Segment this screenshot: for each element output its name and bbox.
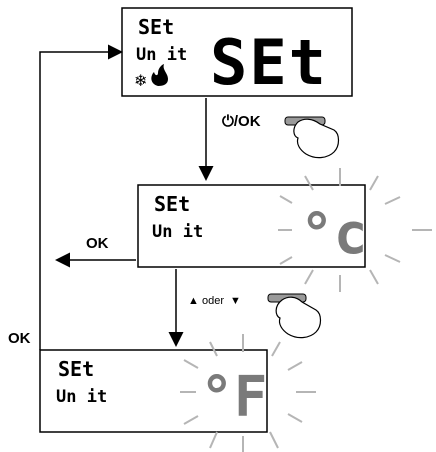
screen-small-line1: SEt (154, 192, 190, 216)
ok-return-label: OK (8, 330, 31, 347)
ok-return-arrow (39, 44, 123, 350)
screen-big-text-blinking: °F (200, 365, 267, 430)
blink-rays (180, 334, 316, 452)
snowflake-icon: ❄ (134, 73, 147, 90)
screen-big-text: SEt (210, 26, 328, 99)
power-ok-button-group: ⏻/OK (222, 113, 340, 159)
screen-small-line2: Un it (152, 222, 203, 242)
screen-small-line2: Un it (136, 45, 187, 65)
up-arrow-label: ▲ (188, 295, 199, 307)
screen-small-line2: Un it (56, 387, 107, 407)
oder-label: oder (202, 295, 224, 307)
pressing-hand-icon (293, 118, 340, 159)
up-down-button-group: ▲ oder ▼ (188, 293, 322, 339)
down-arrow-label: ▼ (230, 295, 241, 307)
screen-small-line1: SEt (58, 357, 94, 381)
ok-left-label: OK (86, 235, 109, 252)
pressing-hand-icon (275, 296, 322, 339)
power-ok-label: ⏻/OK (222, 113, 261, 130)
lcd-screen-fahrenheit: SEt Un it °F (39, 334, 316, 452)
screen-big-text-blinking: °c (300, 202, 367, 267)
flame-icon (151, 64, 168, 86)
screen-small-line1: SEt (138, 15, 174, 39)
lcd-screen-celsius: SEt Un it °c (137, 168, 432, 292)
lcd-screen-set: SEt Un it SEt ❄ (121, 7, 353, 99)
blink-rays (278, 168, 432, 292)
